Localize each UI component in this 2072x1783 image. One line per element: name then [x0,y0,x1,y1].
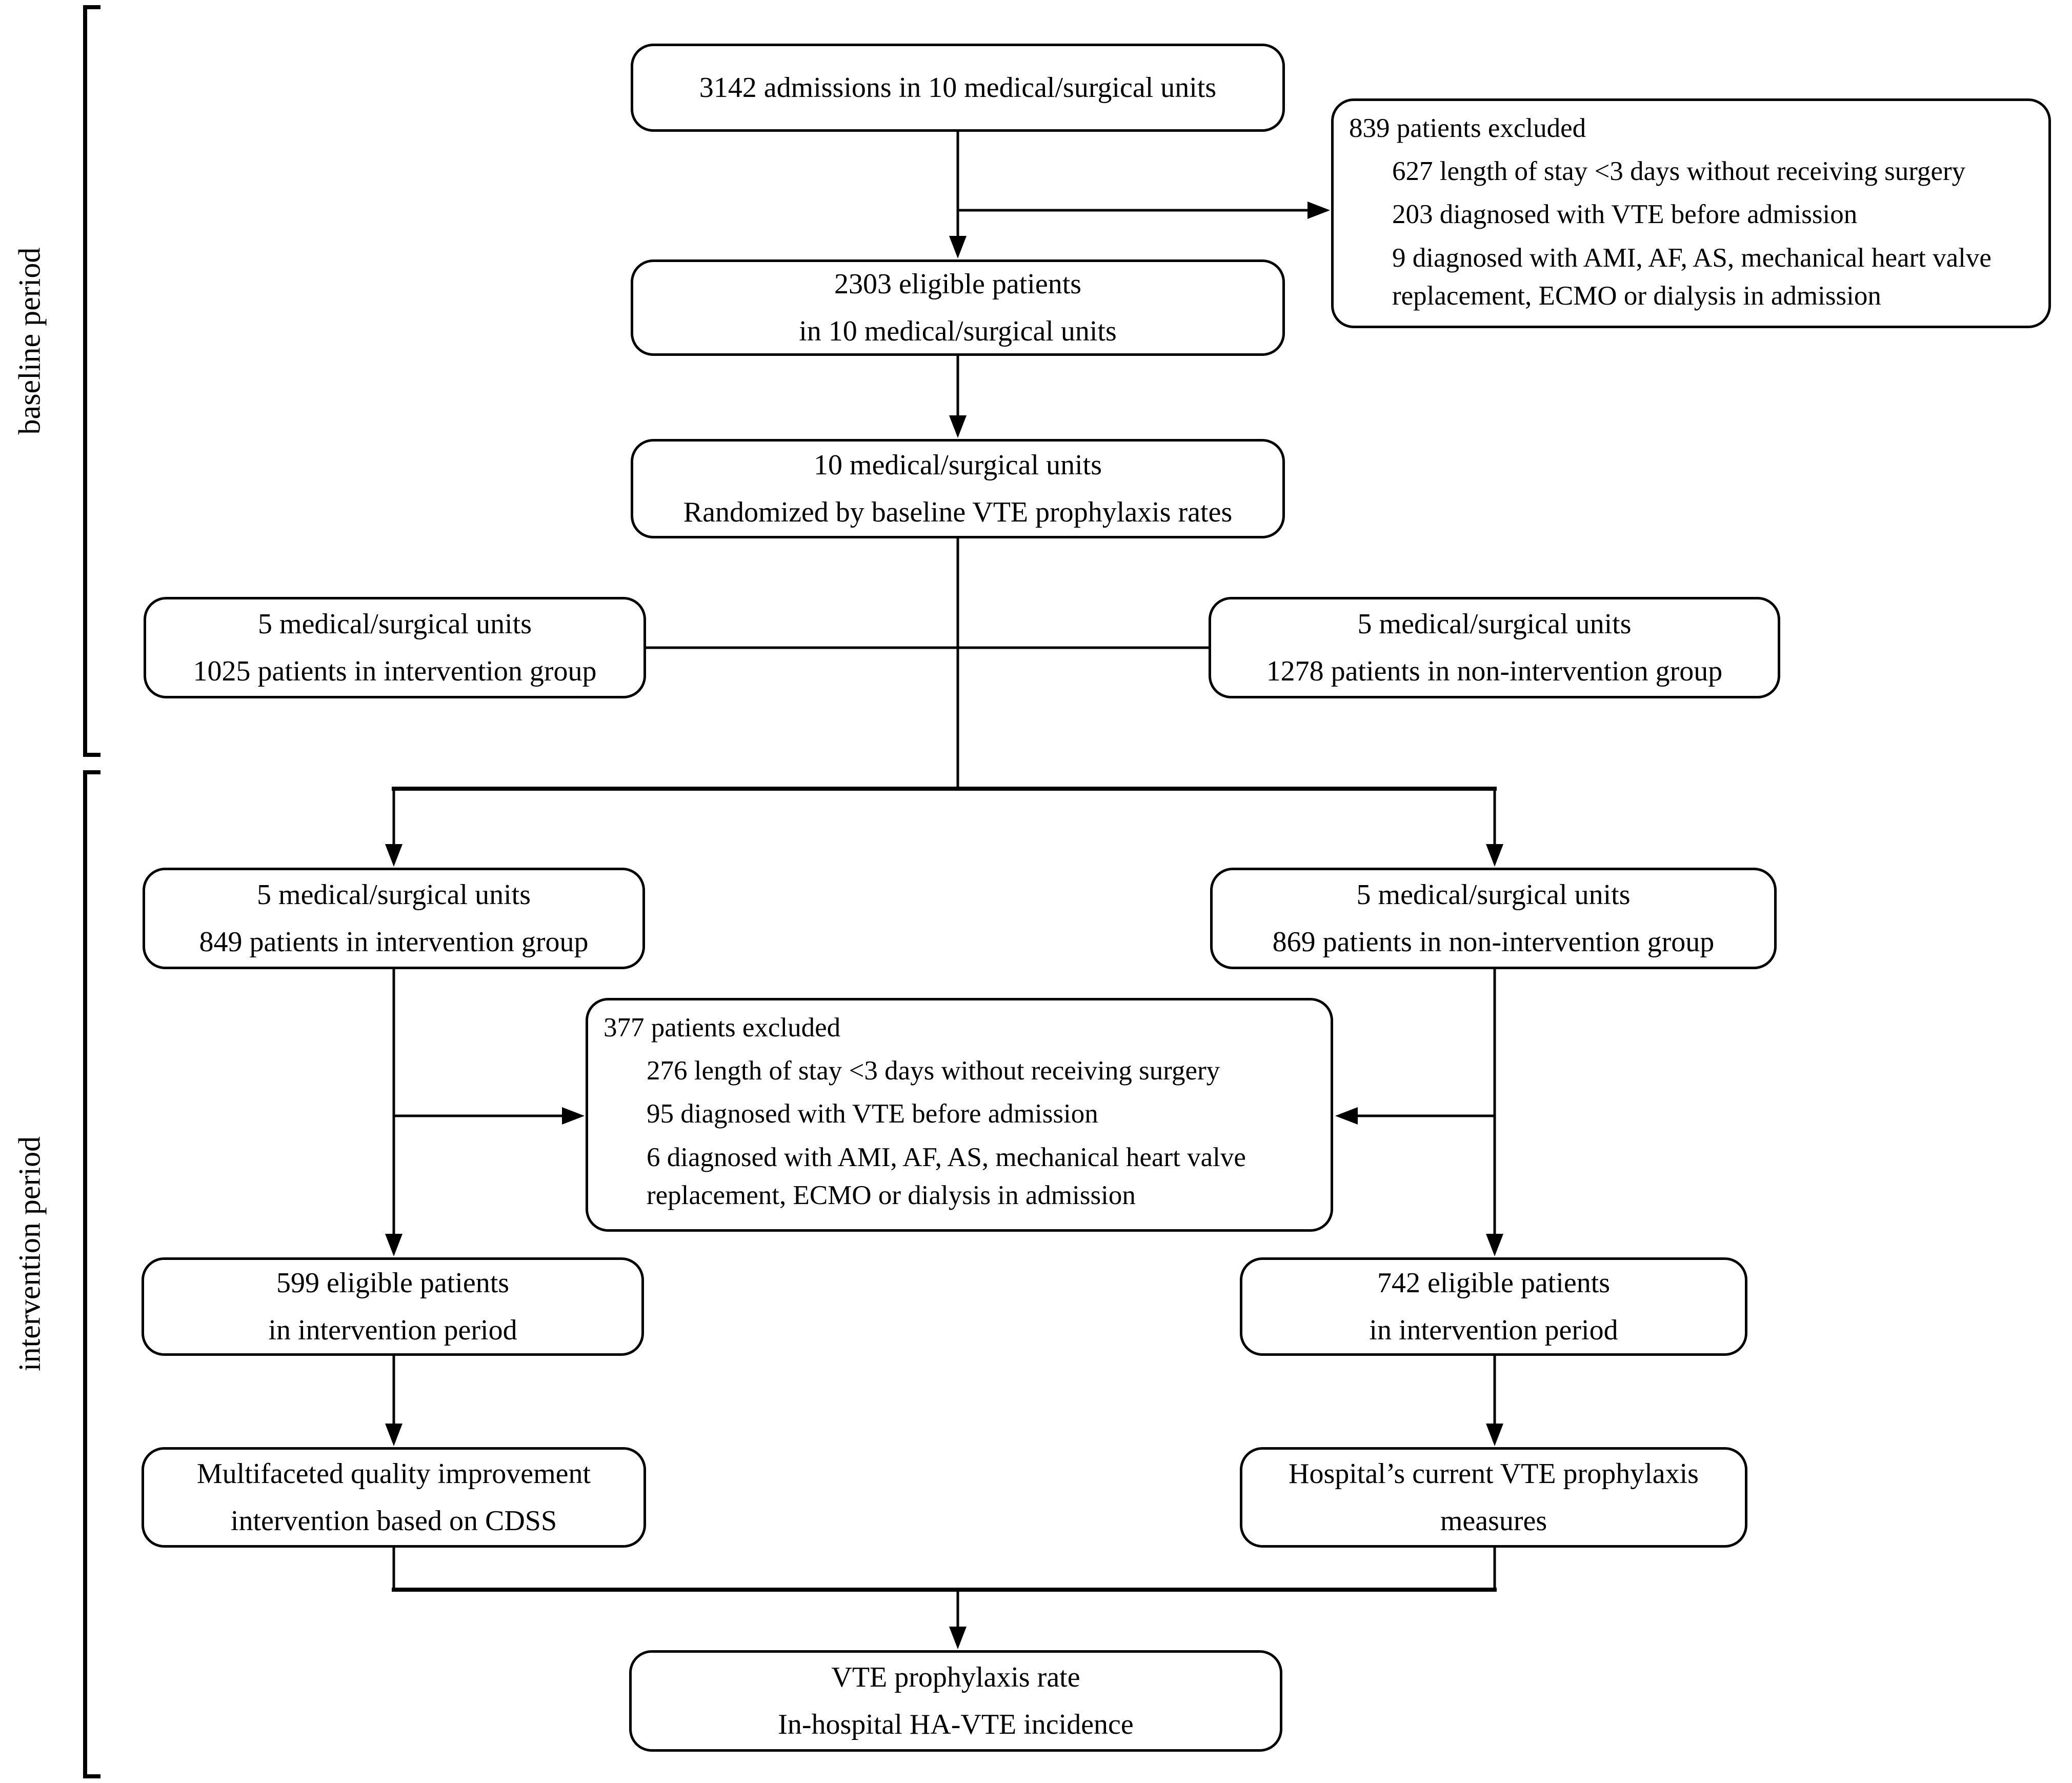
box-eligible-intervention-left: 599 eligible patients in intervention pe… [142,1257,644,1356]
arrowhead-down-eligible-baseline [949,236,967,258]
box-randomization: 10 medical/surgical units Randomized by … [631,439,1285,538]
box-admissions: 3142 admissions in 10 medical/surgical u… [631,44,1285,132]
box-baseline-nonintervention-group: 5 medical/surgical units 1278 patients i… [1209,597,1780,698]
box-eligible-right-line2: in intervention period [1369,1314,1618,1346]
box-randomization-line1: 10 medical/surgical units [814,449,1102,481]
arrowhead-down-eligible-left [385,1234,403,1256]
box-eligible-intervention-right: 742 eligible patients in intervention pe… [1240,1257,1747,1356]
arrowhead-down-measures [1486,1424,1503,1446]
arrowhead-down-intervention-left [385,844,403,867]
box-admissions-text: 3142 admissions in 10 medical/surgical u… [699,71,1217,104]
box-baseline-nonintervention-line1: 5 medical/surgical units [1357,608,1632,640]
box-eligible-baseline-line2: in 10 medical/surgical units [799,315,1117,347]
box-baseline-intervention-group: 5 medical/surgical units 1025 patients i… [144,597,646,698]
intervention-period-bracket [83,770,100,1778]
intervention-period-label: intervention period [12,1136,47,1372]
box-eligible-left-line1: 599 eligible patients [276,1267,510,1299]
excluded-intervention-header: 377 patients excluded [604,1013,841,1043]
excluded-intervention-item: 276 length of stay <3 days without recei… [647,1056,1220,1086]
box-period-nonintervention-line2: 869 patients in non-intervention group [1272,926,1715,958]
arrowhead-down-eligible-right [1486,1234,1503,1256]
box-hospital-measures: Hospital’s current VTE prophylaxis measu… [1240,1447,1747,1548]
box-baseline-intervention-line1: 5 medical/surgical units [258,608,532,640]
excluded-intervention-item: 95 diagnosed with VTE before admission [647,1099,1098,1129]
box-hospital-measures-line1: Hospital’s current VTE prophylaxis [1289,1457,1699,1490]
box-baseline-intervention-line2: 1025 patients in intervention group [193,655,597,687]
excluded-baseline-item: 9 diagnosed with AMI, AF, AS, mechanical… [1392,243,1991,311]
box-eligible-left-line2: in intervention period [268,1314,517,1346]
box-eligible-baseline: 2303 eligible patients in 10 medical/sur… [631,259,1285,356]
box-outcomes: VTE prophylaxis rate In-hospital HA-VTE … [629,1650,1282,1752]
box-period-intervention-line1: 5 medical/surgical units [257,878,531,911]
box-randomization-line2: Randomized by baseline VTE prophylaxis r… [683,496,1233,528]
box-excluded-intervention: 377 patients excluded 276 length of stay… [586,998,1333,1232]
box-hospital-measures-line2: measures [1440,1505,1547,1537]
box-period-nonintervention-line1: 5 medical/surgical units [1356,878,1631,911]
box-cdss-line2: intervention based on CDSS [230,1505,557,1537]
excluded-baseline-header: 839 patients excluded [1349,113,1586,143]
box-outcomes-line1: VTE prophylaxis rate [831,1661,1080,1693]
arrowhead-down-cdss [385,1424,403,1446]
excluded-intervention-item: 6 diagnosed with AMI, AF, AS, mechanical… [647,1142,1246,1210]
box-eligible-right-line1: 742 eligible patients [1377,1267,1611,1299]
baseline-period-bracket [83,5,100,757]
excluded-baseline-item: 627 length of stay <3 days without recei… [1392,156,1966,187]
box-outcomes-line2: In-hospital HA-VTE incidence [778,1709,1134,1740]
arrowhead-down-outcomes [949,1627,967,1649]
box-cdss-line1: Multifaceted quality improvement [196,1457,591,1490]
baseline-period-label: baseline period [12,247,47,435]
excluded-baseline-item: 203 diagnosed with VTE before admission [1392,199,1858,230]
arrowhead-right-excluded-baseline [1307,202,1330,219]
box-cdss-intervention: Multifaceted quality improvement interve… [142,1447,646,1548]
box-period-intervention-group: 5 medical/surgical units 849 patients in… [143,868,645,969]
arrowhead-down-randomized [949,415,967,438]
box-excluded-baseline: 839 patients excluded 627 length of stay… [1331,98,2051,328]
arrowhead-right-excluded-intervention [562,1107,585,1125]
box-period-intervention-line2: 849 patients in intervention group [199,926,589,958]
arrowhead-down-intervention-right [1486,844,1503,867]
arrowhead-left-excluded-intervention [1335,1107,1358,1125]
box-baseline-nonintervention-line2: 1278 patients in non-intervention group [1266,655,1723,687]
box-eligible-baseline-line1: 2303 eligible patients [834,268,1082,300]
box-period-nonintervention-group: 5 medical/surgical units 869 patients in… [1210,868,1777,969]
